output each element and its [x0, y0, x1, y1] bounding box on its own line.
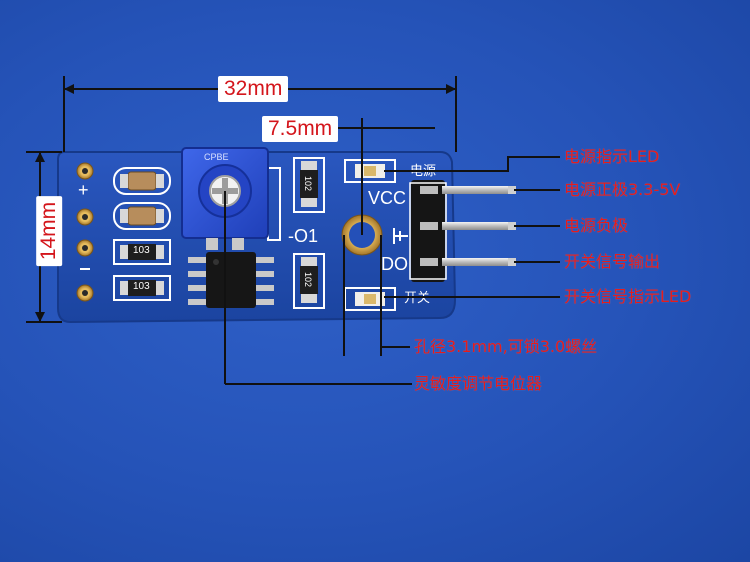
- callout-power-negative: 电源负极: [564, 216, 629, 235]
- silk-do: DO: [381, 254, 408, 274]
- callout-switch-led: 开关信号指示LED: [564, 287, 692, 306]
- silk-res-c: 102: [303, 176, 313, 192]
- silk-part-label: -O1: [288, 226, 319, 246]
- svg-text:+: +: [78, 180, 89, 200]
- silk-res-d: 102: [303, 272, 313, 288]
- header-pin-vcc: [442, 186, 514, 194]
- dimension-width: 32mm: [218, 76, 289, 102]
- dimension-height: 14mm: [36, 195, 63, 267]
- resistor-4: [300, 266, 318, 294]
- dimension-hole-spacing: 7.5mm: [262, 116, 339, 142]
- callout-power-led: 电源指示LED: [564, 147, 660, 166]
- silk-pot-mark: CPBE: [204, 152, 229, 162]
- resistor-2: [128, 280, 156, 296]
- ic-chip: [206, 252, 256, 308]
- resistor-3: [300, 170, 318, 198]
- callout-potentiometer: 灵敏度调节电位器: [414, 374, 543, 393]
- header-pin-gnd: [442, 222, 514, 230]
- silk-res-b: 103: [133, 281, 150, 292]
- header-pin-do: [442, 258, 514, 266]
- callout-power-positive: 电源正极3.3-5V: [564, 180, 681, 199]
- silk-vcc: VCC: [368, 188, 407, 208]
- resistor-1: [128, 244, 156, 260]
- pin-header: [411, 180, 445, 282]
- silk-res-a: 103: [133, 245, 150, 256]
- callout-hole: 孔径3.1mm,可锁3.0螺丝: [414, 337, 598, 356]
- callout-switch-output: 开关信号输出: [564, 252, 661, 271]
